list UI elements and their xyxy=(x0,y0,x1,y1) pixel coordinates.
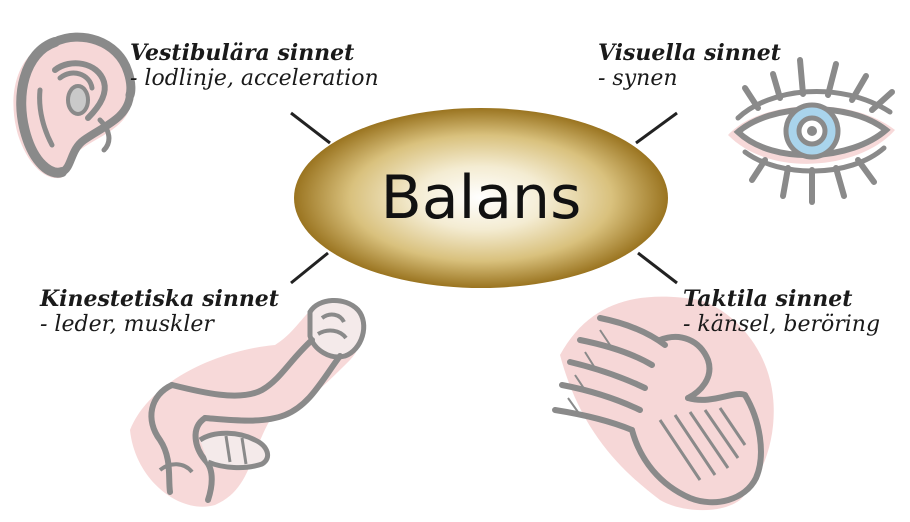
center-label: Balans xyxy=(294,108,668,288)
node-title: Vestibulära sinnet xyxy=(130,40,379,66)
ear-icon xyxy=(13,33,132,178)
node-detail: - synen xyxy=(598,66,781,92)
node-vestibular: Vestibulära sinnet - lodlinje, accelerat… xyxy=(130,40,379,93)
node-detail: - lodlinje, acceleration xyxy=(130,66,379,92)
node-detail: - känsel, beröring xyxy=(683,312,880,338)
node-visual: Visuella sinnet - synen xyxy=(598,40,781,93)
node-title: Taktila sinnet xyxy=(683,286,880,312)
node-title: Kinestetiska sinnet xyxy=(40,286,279,312)
node-tactile: Taktila sinnet - känsel, beröring xyxy=(683,286,880,339)
node-kinesthetic: Kinestetiska sinnet - leder, muskler xyxy=(40,286,279,339)
node-detail: - leder, muskler xyxy=(40,312,279,338)
node-title: Visuella sinnet xyxy=(598,40,781,66)
